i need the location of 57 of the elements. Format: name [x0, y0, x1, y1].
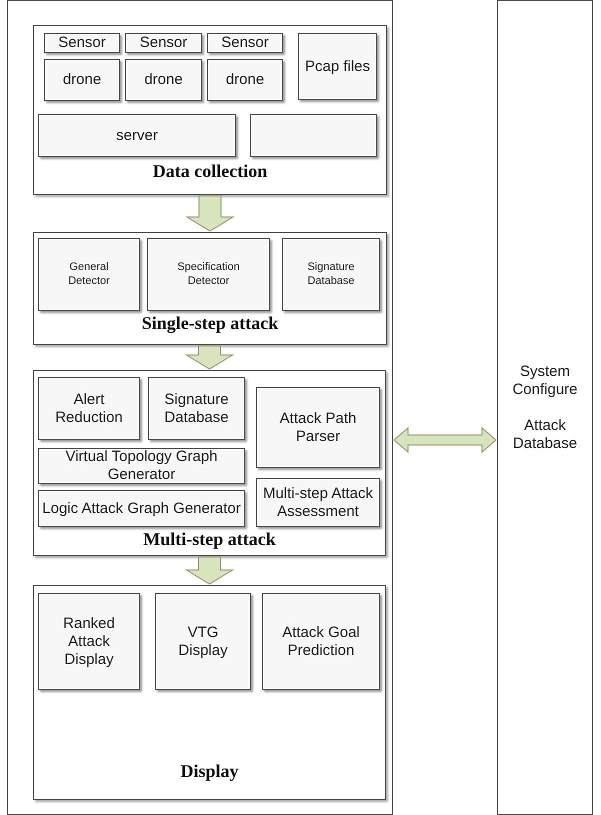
block-arrow: [185, 196, 235, 232]
module-panel: [33, 585, 386, 800]
component-box: [38, 490, 245, 527]
component-box: [207, 33, 283, 53]
component-label: Sensor: [140, 34, 188, 52]
component-box: [256, 478, 380, 527]
module-title: Display: [179, 761, 240, 782]
component-label: drone: [62, 71, 102, 89]
component-label: Alert Reduction: [54, 390, 124, 426]
component-label: Multi-step Attack Assessment: [262, 484, 374, 520]
component-label: Ranked Attack Display: [62, 614, 116, 668]
component-label: Specification Detector: [176, 261, 241, 288]
component-label: Sensor: [58, 34, 106, 52]
component-box: [44, 33, 120, 53]
module-title: Data collection: [152, 161, 268, 182]
component-label: Attack Goal Prediction: [281, 624, 361, 660]
component-box: [38, 593, 140, 690]
module-title: Multi-step attack: [142, 529, 277, 550]
component-label: VTG Display: [177, 624, 229, 660]
database-panel: [497, 0, 593, 815]
component-label: server: [116, 126, 158, 144]
component-label: drone: [226, 71, 264, 89]
component-label: Attack Path Parser: [278, 410, 358, 446]
component-box: [207, 59, 283, 101]
component-box: [38, 448, 245, 484]
component-box: [147, 238, 270, 311]
component-label: Signature Database: [306, 261, 356, 288]
component-box: [125, 59, 202, 101]
component-label: General Detector: [67, 261, 111, 288]
block-arrow: [184, 346, 234, 370]
component-label: Logic Attack Graph Generator: [42, 500, 241, 518]
component-box: [298, 33, 377, 100]
module-panel: [33, 232, 387, 345]
system-panel: [7, 0, 393, 815]
component-box: [155, 593, 251, 690]
module-panel: [33, 25, 387, 195]
module-title: Single-step attack: [140, 313, 280, 334]
component-box: [125, 33, 202, 53]
component-label: Signature Database: [163, 390, 230, 426]
block-arrow: [184, 556, 234, 585]
component-box: [262, 593, 380, 690]
component-label: Pcap files: [304, 58, 370, 76]
component-box: [38, 377, 140, 440]
component-box: [44, 59, 120, 101]
component-label: drone: [144, 71, 183, 89]
block-arrow: [393, 426, 497, 454]
component-box: [38, 238, 140, 311]
component-box: [38, 114, 236, 157]
component-box: [148, 377, 245, 440]
panel-label: System Configure: [511, 362, 579, 398]
component-label: Virtual Topology Graph Generator: [64, 448, 219, 484]
panel-label: Attack Database: [512, 416, 578, 452]
module-panel: [33, 370, 386, 556]
component-label: Sensor: [221, 34, 269, 52]
component-box: [256, 387, 380, 468]
component-box: [282, 238, 380, 311]
component-box: [250, 114, 377, 157]
